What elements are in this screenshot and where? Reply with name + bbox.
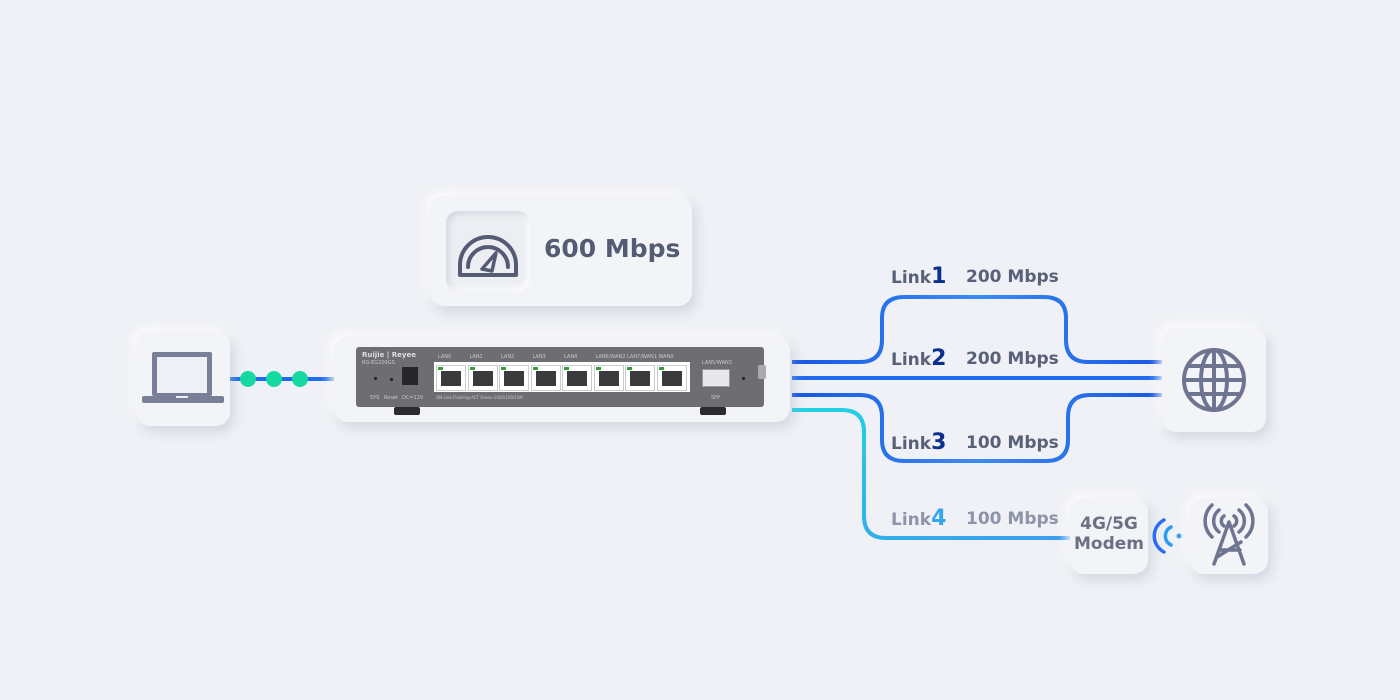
port-label: WAN0 — [658, 354, 674, 360]
antenna-connector — [758, 365, 766, 379]
port-label: LAN2 — [501, 354, 515, 360]
flow-dot — [240, 371, 256, 387]
port-led — [501, 367, 506, 370]
port-label: LAN0 — [438, 354, 452, 360]
laptop-card[interactable] — [136, 332, 230, 426]
port-led — [658, 367, 664, 370]
ethernet-port[interactable] — [530, 365, 561, 391]
port-led — [469, 367, 475, 370]
sfp-port[interactable] — [702, 369, 730, 387]
sys-label: SYS — [370, 395, 380, 401]
port-led — [438, 367, 443, 370]
ethernet-port[interactable] — [562, 365, 592, 391]
speedometer-tile — [446, 211, 530, 291]
router-device: Ruijie | Reyee RG-EG209GS SYS Reset DC=1… — [356, 347, 766, 407]
cell-tower-icon — [1203, 503, 1255, 566]
port-label: LAN7/WAN1 — [627, 354, 657, 360]
model-label: RG-EG209GS — [362, 360, 395, 366]
ethernet-port[interactable] — [656, 365, 687, 391]
link1-label: Link1 — [891, 264, 947, 289]
brand-label: Ruijie | Reyee — [362, 351, 416, 359]
status-legend: ON-Link Flashing-ACT Green-1000/100/10M — [436, 395, 523, 400]
port-led — [627, 367, 632, 370]
link2-speed: 200 Mbps — [966, 349, 1059, 369]
port-led — [595, 367, 601, 370]
link3-label: Link3 — [891, 430, 947, 455]
dc-label: DC=12V — [402, 395, 424, 401]
internet-card[interactable] — [1162, 328, 1266, 432]
ethernet-port[interactable] — [625, 365, 655, 391]
port-label: LAN3 — [532, 354, 546, 360]
globe-icon — [1182, 348, 1246, 412]
link4-speed: 100 Mbps — [966, 509, 1059, 529]
tower-card[interactable] — [1190, 498, 1268, 574]
port-label: LAN1 — [469, 354, 483, 360]
port-led — [564, 367, 569, 370]
link1-line — [792, 295, 1162, 364]
laptop-icon — [142, 352, 224, 403]
link3-line — [792, 393, 1162, 463]
reset-label: Reset — [384, 395, 398, 401]
device-foot — [700, 407, 726, 415]
speedometer-icon — [458, 235, 518, 277]
ethernet-port[interactable] — [593, 365, 624, 391]
ethernet-port[interactable] — [467, 365, 498, 391]
wireless-signal-icon — [1152, 518, 1182, 554]
link4-line — [792, 408, 1070, 540]
device-foot — [394, 407, 420, 415]
link3-speed: 100 Mbps — [966, 433, 1059, 453]
flow-dot — [266, 371, 282, 387]
flow-dot — [292, 371, 308, 387]
sfp-top-label: LAN5/WAN3 — [702, 360, 732, 366]
link2-label: Link2 — [891, 346, 947, 371]
ethernet-port[interactable] — [499, 365, 529, 391]
ethernet-port[interactable] — [436, 365, 466, 391]
total-bandwidth: 600 Mbps — [544, 234, 681, 263]
sfp-bottom-label: SFP — [711, 395, 721, 401]
port-label: LAN6/WAN2 — [595, 354, 626, 360]
port-led — [532, 367, 538, 370]
bandwidth-card: 600 Mbps — [430, 196, 692, 306]
link1-speed: 200 Mbps — [966, 267, 1059, 287]
power-jack — [402, 367, 418, 385]
link4-label: Link4 — [891, 506, 947, 531]
port-label: LAN4 — [564, 354, 578, 360]
